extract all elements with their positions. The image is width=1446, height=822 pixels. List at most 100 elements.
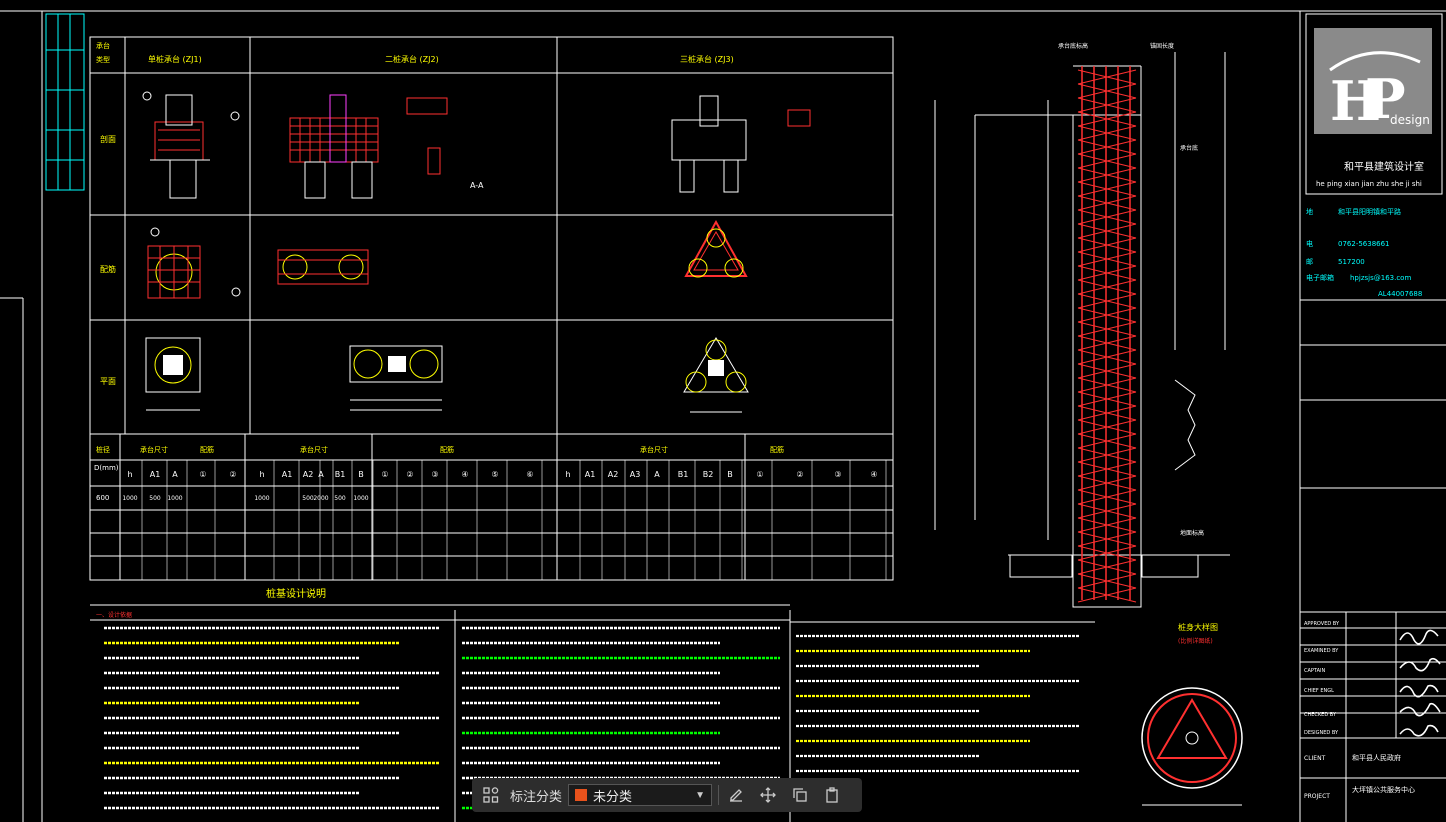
spiral-bar: [1077, 125, 1137, 141]
pile-circle-section: [1141, 687, 1243, 806]
category-dropdown[interactable]: 未分类 ▼: [568, 784, 713, 806]
param-col-header: A1: [282, 470, 293, 479]
param-col-header: A: [172, 470, 178, 479]
spiral-bar: [1077, 545, 1137, 561]
param-col-header: ②: [406, 470, 413, 479]
zj2-rebar-plan: [277, 249, 369, 285]
table-corner-label-2: 类型: [96, 55, 110, 64]
zj2-section-drawing: [289, 94, 448, 199]
spiral-bar: [1077, 265, 1137, 281]
svg-text:H: H: [1330, 69, 1381, 133]
spiral-bar: [1077, 279, 1137, 295]
cert-value: AL44007688: [1378, 290, 1422, 298]
zj3-plan: [683, 337, 749, 413]
pile-cap-table: [89, 36, 894, 581]
type1-title: 单桩承台 (ZJ1): [148, 54, 202, 64]
category-color-swatch: [575, 789, 588, 801]
title-block-grid: [1300, 13, 1446, 822]
email-value: hpjzsjs@163.com: [1350, 274, 1411, 282]
table-corner-label-1: 承台: [96, 41, 110, 50]
param-col-header: B: [727, 470, 733, 479]
pile-ground-label: 地面标高: [1180, 529, 1204, 537]
toolbar-divider: [718, 785, 720, 805]
param-col-header: ⑤: [491, 470, 498, 479]
param-col-header: h: [565, 470, 570, 479]
spiral-bar: [1077, 97, 1137, 113]
zj1-rebar-plan: [147, 227, 241, 299]
param-cell: 1000: [167, 495, 182, 502]
grid-apps-icon[interactable]: [480, 784, 502, 806]
move-icon[interactable]: [757, 784, 779, 806]
param-col-header: h: [127, 470, 132, 479]
spiral-bar: [1077, 251, 1137, 267]
spiral-bar: [1077, 573, 1137, 589]
param-group-size1: 承台尺寸: [140, 445, 168, 454]
type2-title: 二桩承台 (ZJ2): [385, 54, 439, 64]
param-col-header: h: [259, 470, 264, 479]
param-subcols: [141, 460, 887, 580]
spiral-bar: [1077, 377, 1137, 393]
spiral-bar: [1077, 363, 1137, 379]
captain-label: CAPTAIN: [1304, 668, 1325, 674]
spiral-bar: [1077, 405, 1137, 421]
spiral-bar: [1077, 517, 1137, 533]
pile-anchor-label: 锚固长度: [1150, 42, 1174, 50]
param-col-header: ④: [870, 470, 877, 479]
pile-cap-bottom-label: 承台底: [1180, 144, 1198, 152]
post-value: 517200: [1338, 258, 1365, 266]
notes-section: [90, 604, 1095, 822]
param-group-rebar1: 配筋: [200, 445, 214, 454]
logo-text: design: [1390, 113, 1430, 127]
notes-title: 桩基设计说明: [266, 587, 326, 600]
param-col-header: B2: [703, 470, 714, 479]
spiral-bar: [1077, 489, 1137, 505]
param-col-header: ⑥: [526, 470, 533, 479]
param-col-header: ①: [381, 470, 388, 479]
spiral-bar: [1077, 503, 1137, 519]
spiral-bar: [1077, 237, 1137, 253]
pile-section-sub: (比例详图纸): [1178, 637, 1213, 645]
drawing-frame: [0, 10, 1446, 822]
project-value: 大坪镇公共服务中心: [1352, 785, 1415, 794]
address-label: 地: [1306, 207, 1313, 216]
signatures: [1399, 629, 1441, 737]
notes-section1: 一、设计依据: [96, 611, 132, 619]
param-col-header: B1: [335, 470, 346, 479]
spiral-bar: [1077, 447, 1137, 463]
revision-strip: [45, 13, 85, 191]
category-selected-value: 未分类: [593, 788, 633, 804]
spiral-bar: [1077, 531, 1137, 547]
project-label: PROJECT: [1304, 793, 1330, 800]
param-col-header: B1: [678, 470, 689, 479]
spiral-bar: [1077, 335, 1137, 351]
edit-icon[interactable]: [725, 784, 747, 806]
param-col-header: ④: [461, 470, 468, 479]
address-value: 和平县阳明镇和平路: [1338, 207, 1401, 216]
param-cell: 1000: [353, 495, 368, 502]
param-cell: 2000: [313, 495, 328, 502]
param-group-rebar2: 配筋: [440, 445, 454, 454]
copy-icon[interactable]: [789, 784, 811, 806]
spiral-bar: [1077, 433, 1137, 449]
zj2-plan: [349, 345, 443, 411]
checked-by-label: CHECKED BY: [1304, 712, 1337, 718]
spiral-bar: [1077, 139, 1137, 155]
notes-text-lines: [104, 626, 1080, 810]
pile-section-title: 桩身大样图: [1178, 622, 1218, 632]
type3-title: 三桩承台 (ZJ3): [680, 54, 734, 64]
param-col-header: ③: [834, 470, 841, 479]
row-plan-label: 平面: [100, 377, 116, 386]
company-logo: H P design: [1314, 28, 1432, 134]
designed-by-label: DESIGNED BY: [1304, 730, 1339, 736]
paste-icon[interactable]: [821, 784, 843, 806]
email-label: 电子邮箱: [1306, 273, 1334, 282]
spiral-bar: [1077, 307, 1137, 323]
spiral-bar: [1077, 111, 1137, 127]
spiral-bar: [1077, 419, 1137, 435]
spiral-bar: [1077, 83, 1137, 99]
param-col-header: ③: [431, 470, 438, 479]
param-col-header: B: [358, 470, 364, 479]
spiral-bar: [1077, 321, 1137, 337]
param-h1: 桩径: [96, 445, 110, 454]
